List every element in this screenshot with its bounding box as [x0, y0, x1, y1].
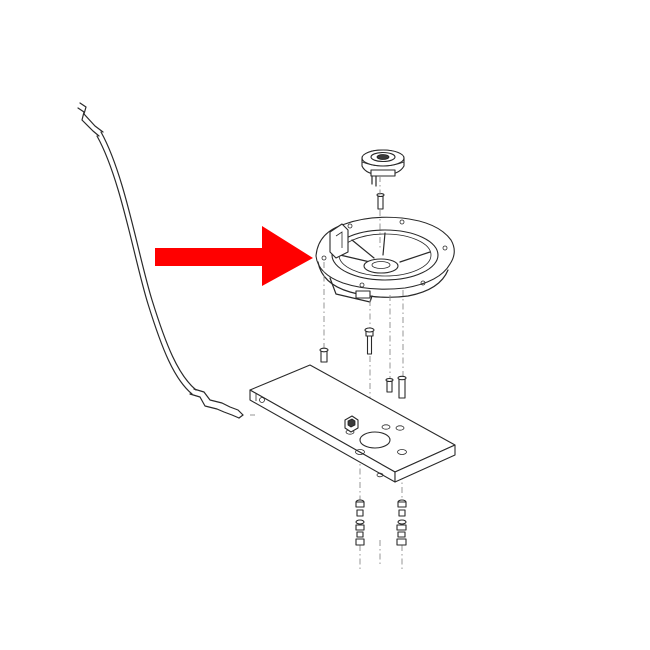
bolt-right-pair: [385, 375, 407, 399]
control-cable: [77, 102, 244, 419]
mounting-ring: [315, 216, 455, 303]
red-arrow-icon: [155, 226, 313, 286]
pulley: [361, 149, 405, 187]
center-pin: [376, 192, 385, 210]
bottom-hardware-right: [396, 499, 407, 546]
deck-plate: [249, 364, 456, 483]
bolt-upper-left: [319, 347, 329, 363]
bottom-hardware-left: [355, 499, 365, 546]
bolt-center: [364, 327, 375, 355]
